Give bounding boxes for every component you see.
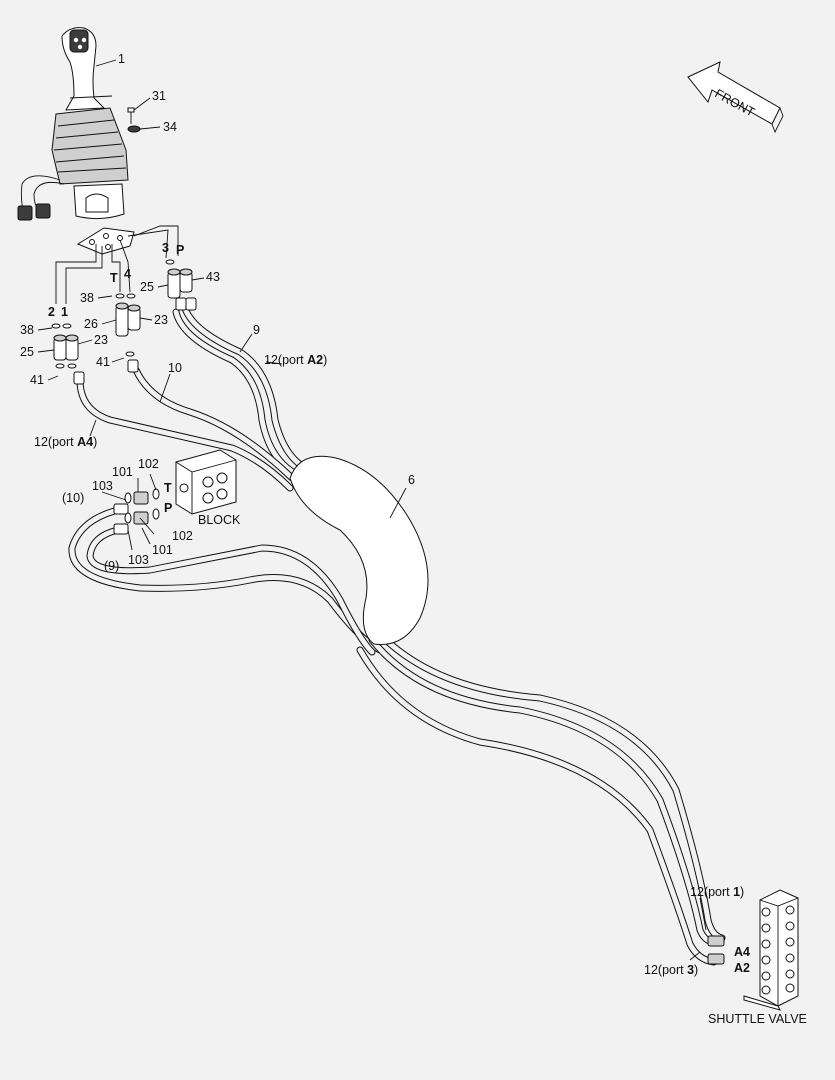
callout-10-paren: (10)	[62, 491, 84, 505]
callout-2: 2	[48, 305, 55, 319]
hose-end-fittings	[73, 297, 725, 965]
callout-26: 26	[84, 317, 98, 331]
callout-10: 10	[168, 361, 182, 375]
callout-25-upper: 25	[140, 280, 154, 294]
mounting-plate	[76, 227, 135, 255]
port-leader-lines	[55, 225, 179, 304]
callout-12-a4: 12(port A4)	[34, 435, 97, 449]
callout-12-a2: 12(port A2)	[264, 353, 327, 367]
callout-38-lower: 38	[20, 323, 34, 337]
callout-31: 31	[152, 89, 166, 103]
fitting-group-left	[51, 323, 79, 369]
callout-4: 4	[124, 267, 131, 281]
callout-23-lower: 23	[94, 333, 108, 347]
callout-block-t: T	[164, 481, 172, 495]
callout-12-port-1: 12(port 1)	[690, 885, 744, 899]
washer-34	[127, 125, 141, 133]
shuttle-valve-label: SHUTTLE VALVE	[708, 1012, 807, 1026]
protective-sleeve	[289, 455, 429, 645]
callout-12-port-3: 12(port 3)	[644, 963, 698, 977]
callout-102-upper: 102	[138, 457, 159, 471]
callout-103-upper: 103	[92, 479, 113, 493]
callout-38-upper: 38	[80, 291, 94, 305]
callout-102-lower: 102	[172, 529, 193, 543]
block-label: BLOCK	[198, 513, 241, 527]
callout-6: 6	[408, 473, 415, 487]
callout-shuttle-a4: A4	[734, 945, 750, 959]
callout-leaders	[37, 59, 707, 961]
callout-101-upper: 101	[112, 465, 133, 479]
callout-1-port: 1	[61, 305, 68, 319]
callout-9: 9	[253, 323, 260, 337]
callout-34: 34	[163, 120, 177, 134]
callout-101-lower: 101	[152, 543, 173, 557]
callout-shuttle-a2: A2	[734, 961, 750, 975]
bolt-31	[127, 107, 135, 124]
callout-23-upper: 23	[154, 313, 168, 327]
front-arrow: FRONT	[687, 61, 784, 134]
callout-103-lower: 103	[128, 553, 149, 567]
callout-block-p: P	[164, 501, 172, 515]
block-component	[124, 449, 237, 525]
joystick-assembly	[17, 27, 129, 221]
callout-port-p: P	[176, 243, 184, 257]
callout-3: 3	[162, 241, 169, 255]
callout-9-paren: (9)	[104, 559, 119, 573]
fitting-group-right	[165, 259, 193, 299]
callout-port-t: T	[110, 271, 118, 285]
callout-41-left: 41	[30, 373, 44, 387]
callout-41-right: 41	[96, 355, 110, 369]
fitting-group-middle	[115, 293, 141, 357]
shuttle-valve	[743, 889, 799, 1011]
hose-bundle	[68, 301, 726, 966]
callout-1: 1	[118, 52, 125, 66]
callout-labels: 1 31 34 3 P 43 25 T 4 38 26 23 2 1 38 25…	[20, 52, 807, 1026]
callout-25-lower: 25	[20, 345, 34, 359]
callout-43: 43	[206, 270, 220, 284]
